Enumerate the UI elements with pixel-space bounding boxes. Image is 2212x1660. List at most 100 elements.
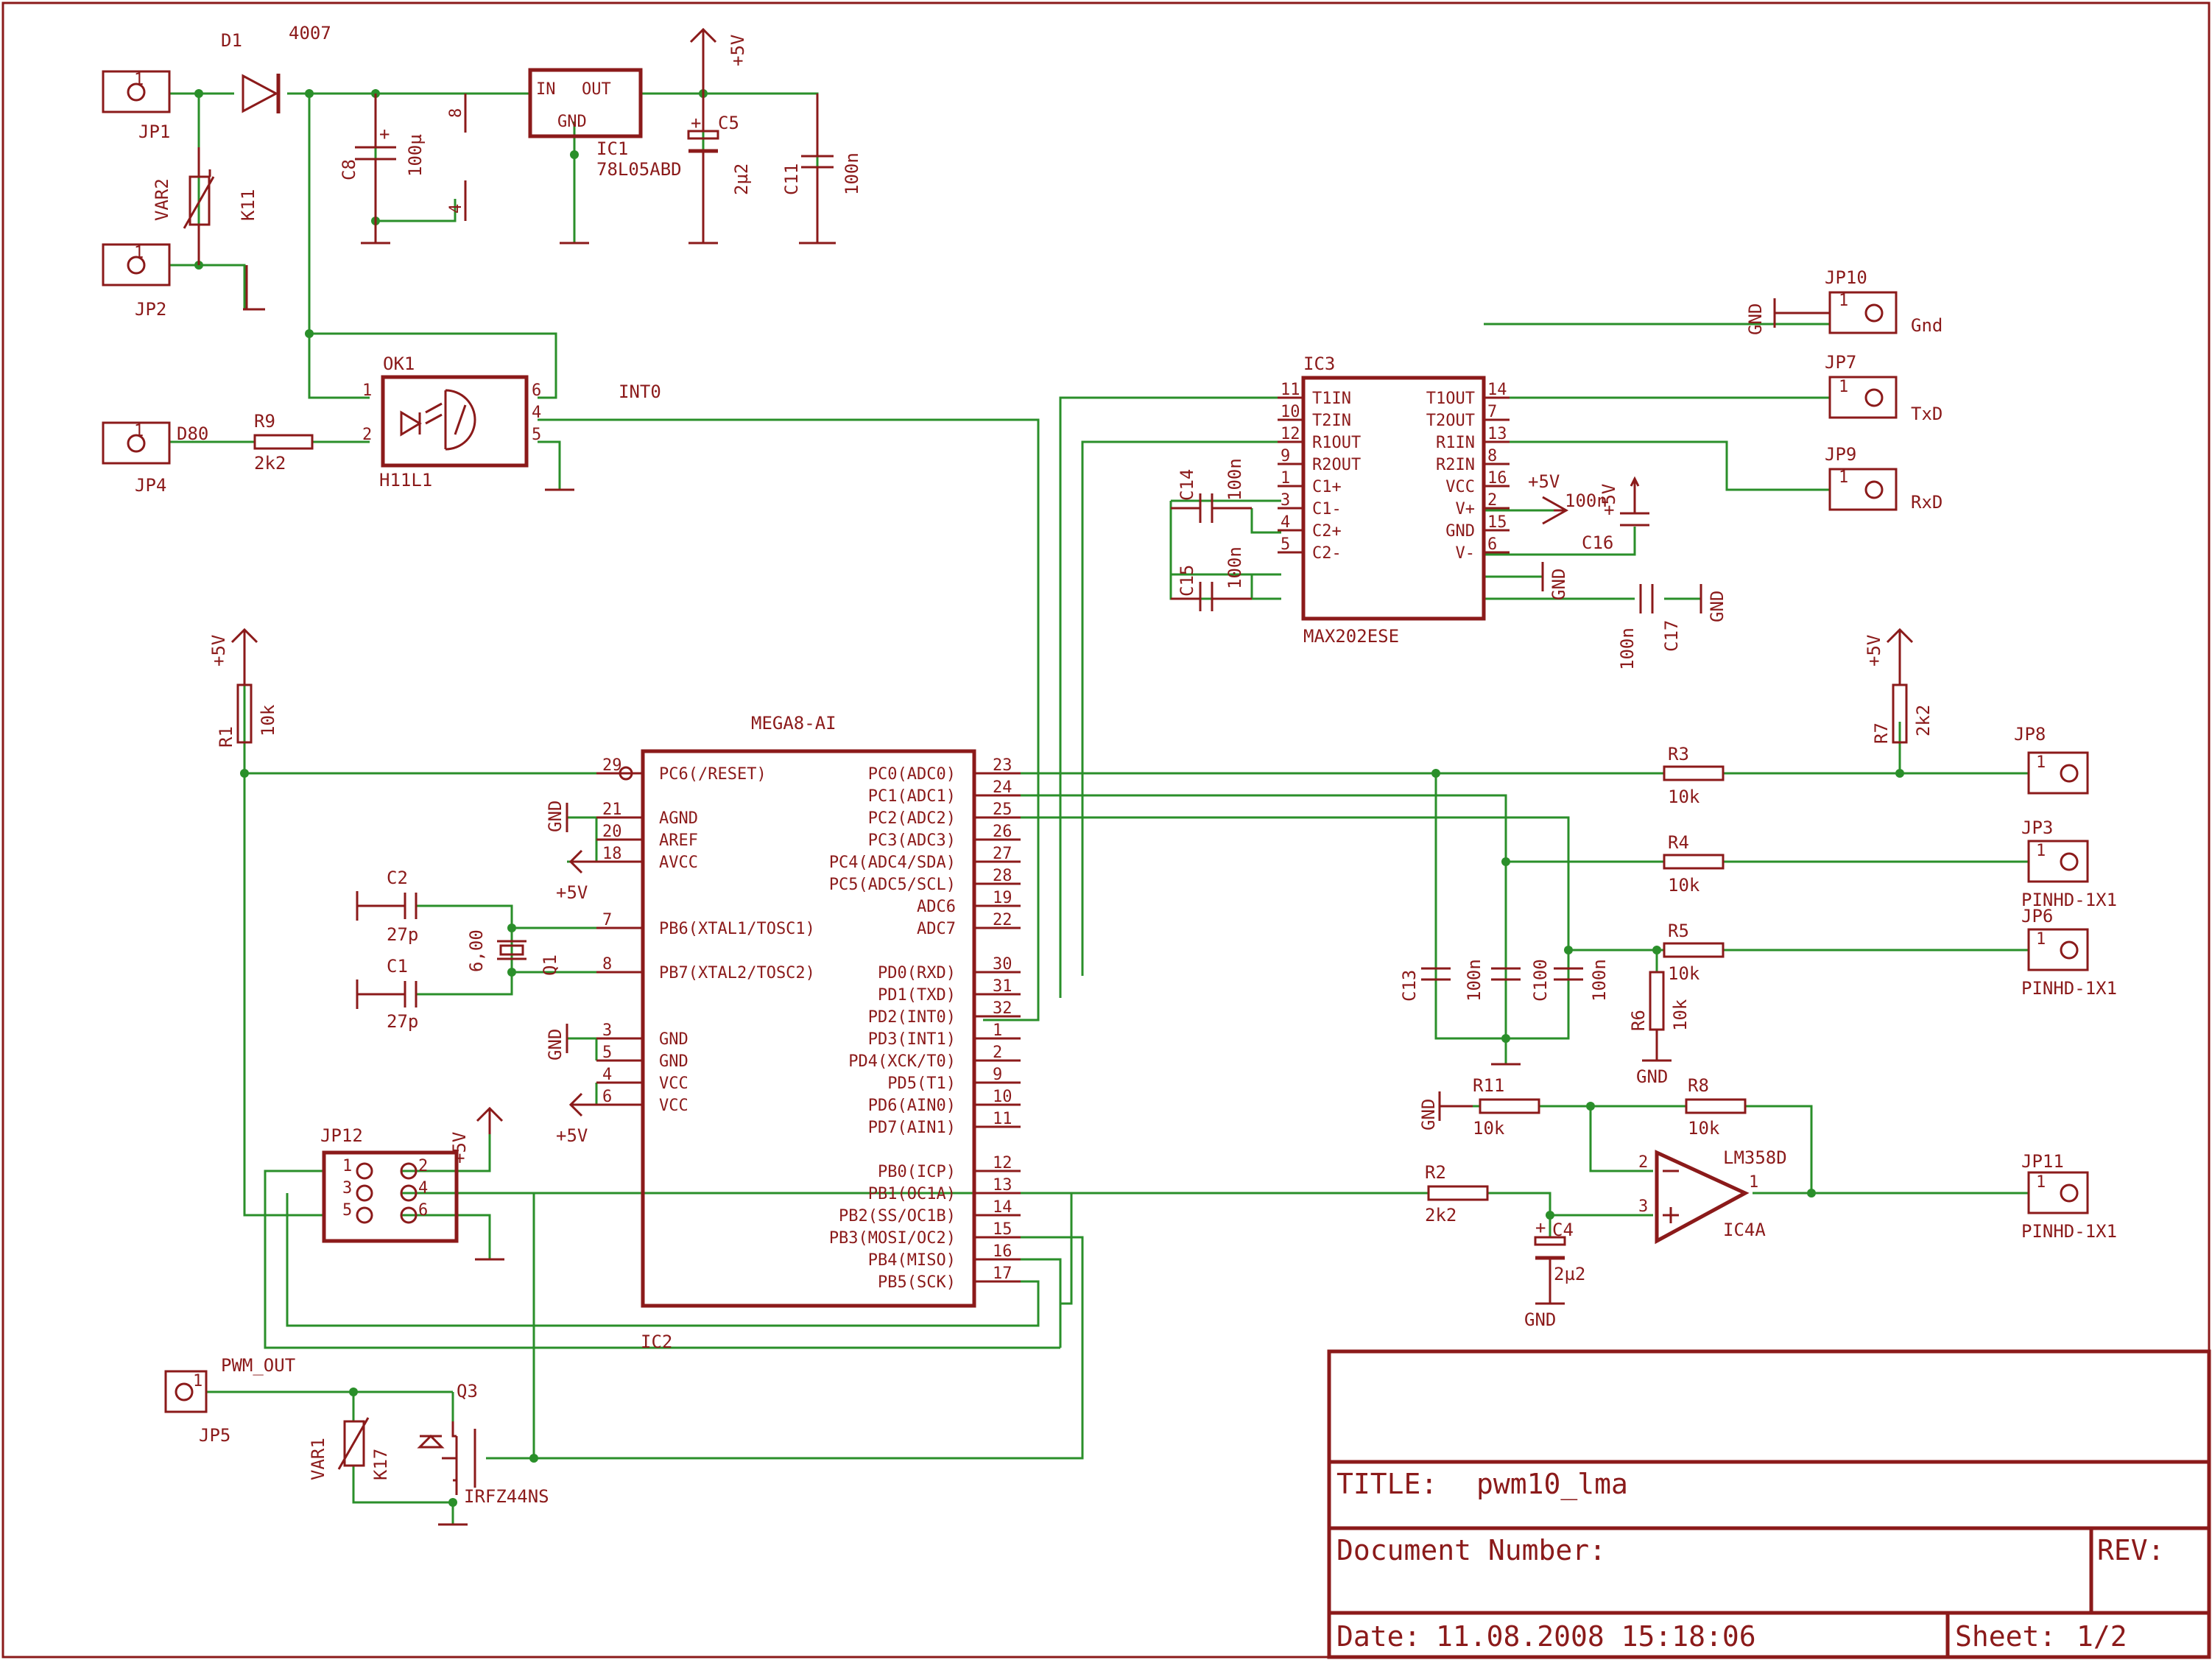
jp9-connector: 1 JP9 RxD xyxy=(1825,444,1942,513)
svg-text:LM358D: LM358D xyxy=(1723,1147,1787,1168)
svg-text:+5V: +5V xyxy=(208,635,229,667)
pin-number: 10 xyxy=(1281,403,1300,421)
r4-resistor: R4 10k xyxy=(1663,832,1725,896)
svg-text:10k: 10k xyxy=(258,704,278,736)
pin-name: PD5(T1) xyxy=(887,1075,956,1093)
svg-text:2: 2 xyxy=(418,1157,428,1175)
svg-text:JP5: JP5 xyxy=(199,1425,230,1446)
pin-number: 20 xyxy=(602,823,622,841)
pin-number: 4 xyxy=(1281,513,1290,532)
svg-text:R8: R8 xyxy=(1688,1075,1709,1096)
svg-text:GND: GND xyxy=(545,1029,566,1061)
svg-text:5: 5 xyxy=(342,1201,352,1220)
pin-number: 16 xyxy=(993,1242,1012,1261)
pin-name: PD2(INT0) xyxy=(868,1008,956,1027)
pin-name: PD7(AIN1) xyxy=(868,1119,956,1137)
svg-text:INT0: INT0 xyxy=(619,381,661,402)
svg-text:4: 4 xyxy=(418,1179,428,1197)
pin-name: PD1(TXD) xyxy=(878,986,956,1005)
svg-text:1: 1 xyxy=(1839,378,1848,396)
svg-text:78L05ABD: 78L05ABD xyxy=(596,159,682,180)
svg-text:1: 1 xyxy=(134,71,144,89)
pin-number: 14 xyxy=(1487,381,1507,399)
svg-text:8: 8 xyxy=(447,108,465,118)
svg-text:10k: 10k xyxy=(1668,875,1700,896)
pin-number: 1 xyxy=(993,1021,1002,1040)
c16-capacitor: C16 100n +5V +5V xyxy=(1528,471,1649,553)
pin-number: 21 xyxy=(602,801,622,819)
svg-text:PINHD-1X1: PINHD-1X1 xyxy=(2021,890,2117,910)
svg-text:OUT: OUT xyxy=(582,80,611,99)
svg-text:GND: GND xyxy=(1418,1099,1439,1130)
svg-text:R6: R6 xyxy=(1628,1010,1649,1031)
pin-number: 28 xyxy=(993,867,1012,885)
svg-text:MAX202ESE: MAX202ESE xyxy=(1303,626,1399,647)
svg-text:IC4A: IC4A xyxy=(1723,1220,1766,1240)
svg-text:1: 1 xyxy=(2036,930,2046,949)
pin-number: 12 xyxy=(1281,425,1300,443)
mega-power-symbols: GND +5V GND +5V xyxy=(545,801,596,1146)
svg-text:1: 1 xyxy=(2036,1173,2046,1192)
pin-number: 19 xyxy=(993,889,1012,907)
svg-text:GND: GND xyxy=(1745,303,1766,335)
pin-name: PD6(AIN0) xyxy=(868,1097,956,1115)
pin-name: PB0(ICP) xyxy=(878,1163,956,1181)
pin-name: PB5(SCK) xyxy=(878,1273,956,1292)
sheet-value: 1/2 xyxy=(2077,1620,2127,1653)
svg-text:+5V: +5V xyxy=(728,35,748,66)
svg-text:D1: D1 xyxy=(221,30,242,51)
svg-text:GND: GND xyxy=(1636,1066,1668,1087)
svg-text:RxD: RxD xyxy=(1911,492,1942,513)
pin-number: 8 xyxy=(602,955,612,974)
svg-text:IC3: IC3 xyxy=(1303,354,1335,374)
svg-text:4007: 4007 xyxy=(289,23,331,43)
pin-name: VCC xyxy=(659,1075,688,1093)
pin-number: 8 xyxy=(1487,447,1497,465)
svg-text:100n: 100n xyxy=(1565,490,1607,511)
pin-name: VCC xyxy=(659,1097,688,1115)
pin-name: PC3(ADC3) xyxy=(868,831,956,850)
svg-text:Gnd: Gnd xyxy=(1911,315,1942,336)
ic1-regulator: IN OUT GND IC1 78L05ABD xyxy=(528,68,682,245)
pin-number: 7 xyxy=(1487,403,1497,421)
sheet-label: Sheet: xyxy=(1955,1620,2056,1653)
svg-text:C16: C16 xyxy=(1582,532,1613,553)
svg-text:1: 1 xyxy=(362,381,372,400)
svg-text:10k: 10k xyxy=(1688,1118,1720,1139)
svg-text:27p: 27p xyxy=(387,1011,418,1032)
svg-text:1: 1 xyxy=(1839,292,1848,310)
svg-text:1: 1 xyxy=(1749,1173,1758,1192)
pin-number: 9 xyxy=(1281,447,1290,465)
svg-text:C5: C5 xyxy=(718,113,739,133)
svg-text:10k: 10k xyxy=(1670,999,1691,1031)
svg-text:JP8: JP8 xyxy=(2014,724,2046,745)
svg-text:2k2: 2k2 xyxy=(1425,1205,1457,1225)
pin-number: 11 xyxy=(1281,381,1300,399)
svg-text:C14: C14 xyxy=(1177,469,1197,501)
svg-text:2k2: 2k2 xyxy=(254,453,286,474)
svg-text:GND: GND xyxy=(557,113,587,131)
svg-text:JP7: JP7 xyxy=(1825,352,1856,373)
svg-text:JP4: JP4 xyxy=(135,475,166,496)
svg-text:1: 1 xyxy=(134,422,144,440)
svg-text:10k: 10k xyxy=(1473,1118,1505,1139)
svg-text:C4: C4 xyxy=(1552,1220,1574,1240)
svg-text:R4: R4 xyxy=(1668,832,1689,853)
pin-name: R1IN xyxy=(1436,434,1475,452)
pin-number: 18 xyxy=(602,845,622,863)
svg-text:100n: 100n xyxy=(1464,959,1484,1002)
svg-text:OK1: OK1 xyxy=(383,354,415,374)
pin-name: R1OUT xyxy=(1312,434,1361,452)
svg-text:MEGA8-AI: MEGA8-AI xyxy=(751,713,836,734)
pin-name: PB2(SS/OC1B) xyxy=(839,1207,956,1225)
c8-capacitor: + C8 100µ xyxy=(339,94,426,245)
svg-text:2: 2 xyxy=(362,426,372,444)
q3-mosfet: Q3 IRFZ44NS xyxy=(417,1381,549,1526)
c13-capacitor: C13 100n xyxy=(1399,959,1484,1002)
r6-resistor: R6 10k GND xyxy=(1628,971,1691,1087)
jp11-connector: 1 JP11 PINHD-1X1 xyxy=(2021,1151,2117,1242)
